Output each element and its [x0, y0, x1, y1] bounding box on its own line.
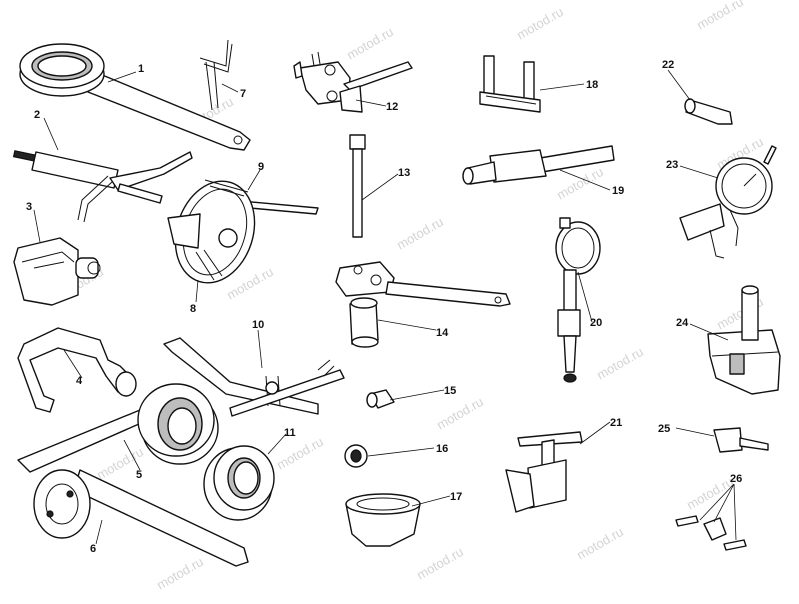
tool-13-drift-pin — [349, 134, 366, 238]
label-23: 23 — [666, 159, 678, 171]
label-18: 18 — [586, 79, 598, 91]
watermark: motod.ru — [414, 544, 466, 583]
tool-10-holder-bar — [163, 337, 345, 417]
tool-4-crank-handle — [17, 327, 137, 413]
watermark: motod.ru — [344, 24, 396, 63]
tool-22-plug — [684, 98, 733, 125]
tool-14-socket-wrench — [335, 261, 511, 348]
watermark: motod.ru — [514, 4, 566, 43]
label-1: 1 — [138, 63, 144, 75]
label-4: 4 — [76, 375, 83, 387]
label-6: 6 — [90, 543, 96, 555]
label-26: 26 — [730, 473, 742, 485]
label-13: 13 — [398, 167, 410, 179]
label-20: 20 — [590, 317, 602, 329]
watermark: motod.ru — [154, 554, 206, 593]
tool-24-block — [707, 285, 781, 395]
label-11: 11 — [284, 427, 296, 439]
tool-6-spanner — [33, 469, 249, 567]
label-17: 17 — [450, 491, 462, 503]
tool-11-ring — [203, 445, 275, 521]
tool-16-cap — [344, 444, 368, 468]
label-2: 2 — [34, 109, 40, 121]
callout-labels: 1 2 3 4 5 6 7 8 9 10 11 12 13 14 15 16 1… — [26, 59, 742, 555]
label-3: 3 — [26, 201, 32, 213]
tool-5-puller — [17, 383, 219, 473]
watermark: motod.ru — [434, 394, 486, 433]
tool-18-holder — [479, 55, 541, 113]
label-22: 22 — [662, 59, 674, 71]
tool-26-pins — [675, 515, 747, 551]
leader-lines — [33, 69, 737, 545]
tool-15-cap — [366, 389, 395, 409]
label-19: 19 — [612, 185, 624, 197]
tool-1-ring-spanner — [19, 43, 251, 151]
tool-19-bar — [462, 145, 615, 185]
tool-21-press — [505, 431, 583, 513]
label-8: 8 — [190, 303, 196, 315]
tool-12-clamp — [293, 51, 413, 113]
label-21: 21 — [610, 417, 622, 429]
watermark: motod.ru — [694, 0, 746, 33]
tool-3-gauge — [13, 237, 101, 306]
watermark: motod.ru — [554, 164, 606, 203]
watermark: motod.ru — [274, 434, 326, 473]
label-7: 7 — [240, 88, 246, 100]
label-9: 9 — [258, 161, 264, 173]
label-5: 5 — [136, 469, 142, 481]
label-25: 25 — [658, 423, 670, 435]
label-12: 12 — [386, 101, 398, 113]
watermark: motod.ru — [594, 344, 646, 383]
tool-20-bore-gauge — [555, 217, 601, 383]
tool-17-cup — [345, 493, 421, 547]
tool-25-bolt — [713, 427, 769, 453]
label-10: 10 — [252, 319, 264, 331]
watermark: motod.ru — [574, 524, 626, 563]
watermark: motod.ru — [684, 474, 736, 513]
tool-2-puller-shaft — [12, 150, 193, 223]
label-14: 14 — [436, 327, 449, 339]
watermark: motod.ru — [394, 214, 446, 253]
tool-7-wire-gauge — [199, 39, 233, 111]
tool-23-dial-indicator — [679, 145, 777, 259]
label-16: 16 — [436, 443, 448, 455]
label-15: 15 — [444, 385, 456, 397]
tool-8-9-degree-wheel — [167, 179, 319, 284]
label-24: 24 — [676, 317, 689, 329]
